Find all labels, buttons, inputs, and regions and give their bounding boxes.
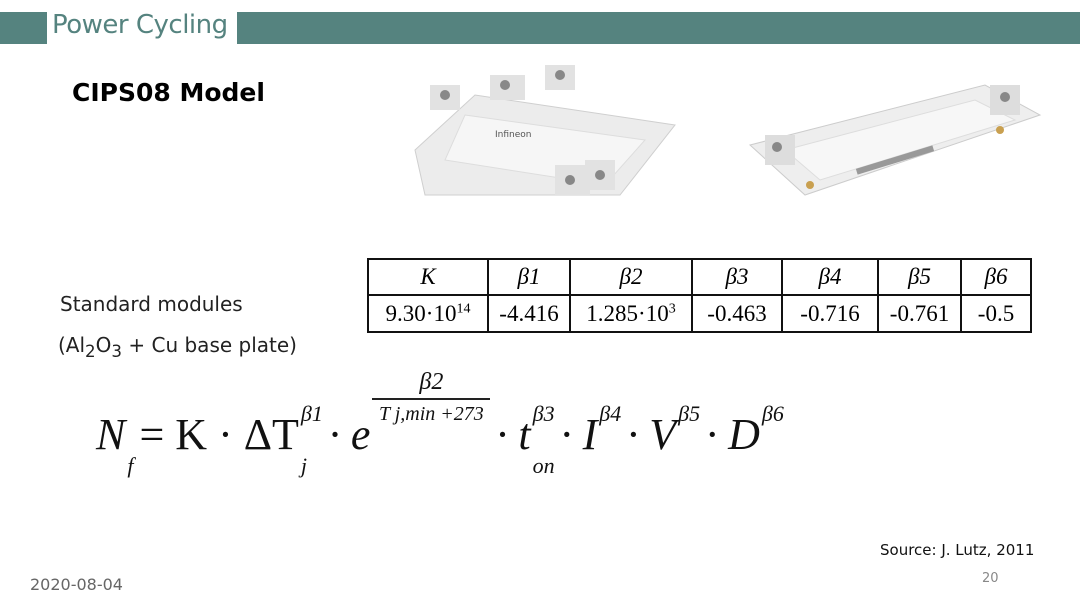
equation-term-d: · D β6 <box>706 368 790 488</box>
value-cell: -0.761 <box>877 294 962 333</box>
table-header-row: K β1 β2 β3 β4 β5 β6 <box>367 258 1032 296</box>
equation-term-dt: = K · ΔT β1 j <box>139 368 328 488</box>
fraction-numerator: β2 <box>419 369 444 395</box>
equation-term-nf: N f <box>96 368 139 488</box>
header-cell: β3 <box>691 258 783 296</box>
header-cell: β6 <box>960 258 1032 296</box>
equation-lhs: N <box>96 410 126 459</box>
header-cell: β5 <box>877 258 962 296</box>
value-cell: -0.716 <box>781 294 879 333</box>
source-citation: Source: J. Lutz, 2011 <box>880 541 1035 559</box>
page-number: 20 <box>982 571 999 586</box>
equation-dt-sup: β1 <box>300 401 323 426</box>
equation-term-ton: · t β3 on <box>496 368 560 488</box>
table-row: 9.30·1014 -4.416 1.285·103 -0.463 -0.716… <box>367 294 1032 333</box>
value-cell: 1.285·103 <box>569 294 693 333</box>
power-module-image-1: Infineon <box>414 65 676 196</box>
equation-term-v: · V β5 <box>627 368 706 488</box>
equation-lhs-sub: f <box>127 453 134 478</box>
lifetime-equation: N f = K · ΔT β1 j · e β2 T j,min +273 · t… <box>96 368 790 488</box>
equation-t-sub: on <box>532 453 555 478</box>
equation-e: · e <box>328 410 371 459</box>
equation-d: · D <box>706 410 760 459</box>
value-cell: -4.416 <box>487 294 571 333</box>
header-cell: K <box>367 258 489 296</box>
fraction-line <box>372 398 491 400</box>
equation-t: · t <box>496 410 531 459</box>
equation-i-sup: β4 <box>599 401 622 426</box>
header-cell: β4 <box>781 258 879 296</box>
equation-term-exp: · e β2 T j,min +273 <box>329 368 497 488</box>
slide-date: 2020-08-04 <box>30 575 123 594</box>
power-module-image-2 <box>748 84 1042 196</box>
parameter-table: K β1 β2 β3 β4 β5 β6 9.30·1014 -4.416 1.2… <box>367 258 1032 333</box>
exponent-fraction: β2 T j,min +273 <box>372 368 491 426</box>
equation-v: · V <box>627 410 677 459</box>
slide-title: Power Cycling <box>52 10 228 40</box>
slide-subtitle: CIPS08 Model <box>72 78 265 107</box>
equation-dt-sub: j <box>300 453 308 478</box>
base-plate-label: (Al2O3 + Cu base plate) <box>58 333 297 361</box>
equation-eq: = K · ΔT <box>139 410 299 459</box>
header-bar-left <box>0 12 47 44</box>
module-brand-label: Infineon <box>495 130 531 140</box>
equation-term-i: · I β4 <box>561 368 628 488</box>
header-cell: β1 <box>487 258 571 296</box>
value-cell: -0.463 <box>691 294 783 333</box>
header-bar-right <box>237 12 1080 44</box>
equation-d-sup: β6 <box>761 401 784 426</box>
header-cell: β2 <box>569 258 693 296</box>
equation-t-sup: β3 <box>532 401 555 426</box>
standard-modules-label: Standard modules <box>60 292 243 316</box>
equation-v-sup: β5 <box>678 401 701 426</box>
value-cell: 9.30·1014 <box>367 294 489 333</box>
equation-i: · I <box>560 410 598 459</box>
value-cell: -0.5 <box>960 294 1032 333</box>
fraction-denominator: T j,min +273 <box>378 403 484 425</box>
